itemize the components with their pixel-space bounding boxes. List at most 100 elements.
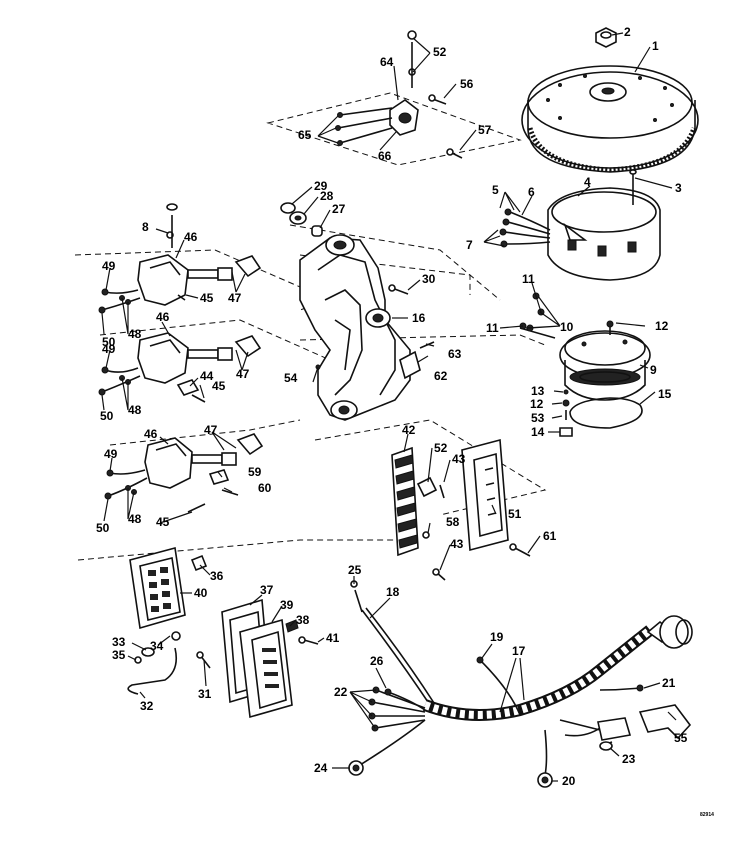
callout-47b: 47 [236,367,250,381]
callout-52b: 52 [434,441,448,455]
callout-30: 30 [422,272,436,286]
callout-63: 63 [448,347,462,361]
callout-48b: 48 [128,403,142,417]
callout-28: 28 [320,189,334,203]
callout-43a: 43 [452,452,466,466]
ignition-coil-lower [104,433,264,513]
callout-50b: 50 [100,409,114,423]
retainer-ring [569,397,643,429]
wiring-harness [348,580,693,788]
callout-61: 61 [543,529,557,543]
timer-hardware [519,292,614,437]
callout-19: 19 [490,630,504,644]
stator-assembly [547,169,661,281]
callout-6: 6 [528,185,535,199]
callout-40: 40 [194,586,208,600]
callout-37: 37 [260,583,274,597]
callout-20: 20 [562,774,576,788]
callout-27: 27 [332,202,346,216]
callout-15: 15 [658,387,672,401]
callout-29: 29 [314,179,328,193]
switch-assembly [335,30,463,159]
callout-5: 5 [492,183,499,197]
callout-4: 4 [584,175,591,189]
callout-45a: 45 [200,291,214,305]
callout-11b: 11 [486,321,499,335]
callout-9: 9 [650,363,657,377]
callout-36: 36 [210,569,224,583]
callout-labels: 1 2 3 4 5 6 7 8 9 10 11 11 12 12 13 14 1… [96,25,714,818]
callout-46a: 46 [184,230,198,244]
callout-46c: 46 [144,427,158,441]
callout-23: 23 [622,752,636,766]
bracket-screw [388,284,409,295]
callout-24: 24 [314,761,328,775]
callout-59: 59 [248,465,262,479]
callout-12b: 12 [530,397,544,411]
callout-32: 32 [140,699,154,713]
callout-48c: 48 [128,512,142,526]
terminal-cover [461,438,531,557]
callout-45c: 45 [156,515,170,529]
mounting-bracket [299,234,411,421]
callout-41: 41 [326,631,340,645]
callout-35: 35 [112,648,126,662]
callout-57: 57 [478,123,492,137]
callout-3: 3 [675,181,682,195]
leader-lines [101,32,677,782]
callout-13: 13 [531,384,545,398]
callout-31: 31 [198,687,212,701]
rectifier [239,618,319,719]
callout-45b: 45 [212,379,226,393]
callout-64: 64 [380,55,394,69]
callout-2: 2 [624,25,631,39]
callout-25: 25 [348,563,362,577]
timer-base [559,330,651,401]
callout-42: 42 [402,423,416,437]
callout-66: 66 [378,149,392,163]
callout-38: 38 [296,613,310,627]
callout-34: 34 [150,639,164,653]
callout-39: 39 [280,598,294,612]
callout-22: 22 [334,685,348,699]
callout-49a: 49 [102,259,116,273]
bracket-bushings [280,202,323,237]
callout-1: 1 [652,39,659,53]
callout-48a: 48 [128,327,142,341]
callout-11a: 11 [522,272,535,286]
ground-wire [127,631,211,695]
callout-10: 10 [560,320,574,334]
callout-7: 7 [466,238,473,252]
bracket-clip [399,341,435,380]
figure-id: 82914 [700,812,714,818]
callout-12a: 12 [655,319,669,333]
callout-49b: 49 [102,342,116,356]
callout-8: 8 [142,220,149,234]
callout-50c: 50 [96,521,110,535]
stator-leads [499,208,551,248]
callout-47a: 47 [228,291,242,305]
callout-49c: 49 [104,447,118,461]
callout-53: 53 [531,411,545,425]
callout-52a: 52 [433,45,447,59]
callout-17: 17 [512,644,526,658]
callout-47c: 47 [204,423,218,437]
ignition-coil-upper [98,203,262,314]
callout-33: 33 [112,635,126,649]
callout-55: 55 [674,731,688,745]
callout-60: 60 [258,481,272,495]
callout-21: 21 [662,676,676,690]
terminal-block [391,446,419,557]
callout-62: 62 [434,369,448,383]
callout-51: 51 [508,507,522,521]
callout-50a: 50 [102,335,116,349]
callout-16: 16 [412,311,426,325]
callout-58: 58 [446,515,460,529]
flywheel-nut [595,27,617,48]
callout-56: 56 [460,77,474,91]
ignition-coil-middle [98,332,262,403]
terminal-hardware [416,476,446,581]
callout-65: 65 [298,128,312,142]
callout-18: 18 [386,585,400,599]
